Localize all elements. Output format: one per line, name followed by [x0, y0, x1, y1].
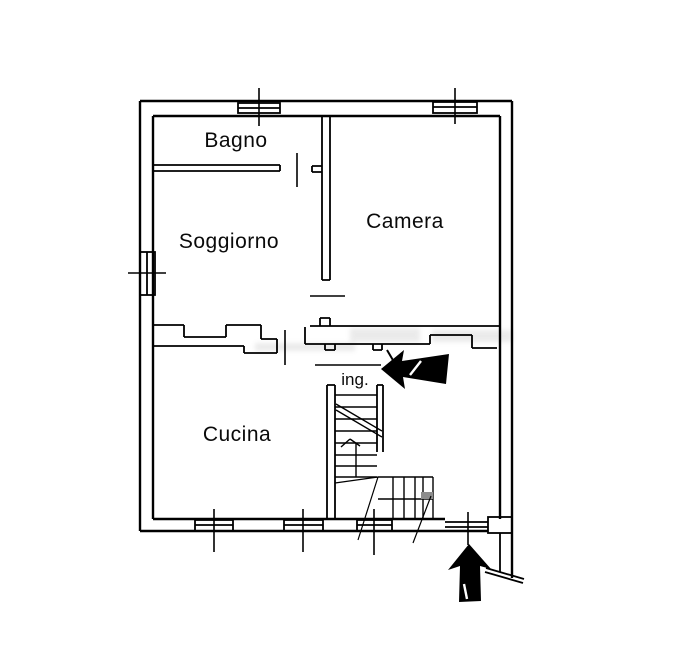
bagno-south-wall	[153, 164, 281, 172]
entrance-door	[445, 512, 525, 584]
camera-south-wall	[304, 317, 500, 351]
room-label-ingresso: ing.	[341, 370, 368, 389]
window-camera	[432, 88, 478, 124]
soggiorno-cucina-wall	[153, 324, 278, 354]
camera-west-wall	[311, 116, 331, 281]
window-bagno	[237, 88, 281, 126]
entrance-arrow-up	[448, 544, 491, 602]
gate-hatch	[484, 567, 525, 584]
stair-cut-lines	[334, 476, 432, 544]
window-soggiorno	[128, 251, 166, 296]
window-cucina-2	[283, 509, 324, 552]
stair-walls	[326, 384, 384, 519]
window-cucina-1	[194, 509, 234, 552]
entrance-arrow-left	[381, 349, 449, 389]
window-stair	[356, 509, 393, 555]
room-label-soggiorno: Soggiorno	[179, 230, 279, 253]
outer-wall	[138, 99, 514, 578]
staircase	[326, 384, 434, 544]
room-label-camera: Camera	[366, 210, 444, 233]
room-label-cucina: Cucina	[203, 423, 271, 446]
stair-rail	[335, 403, 383, 448]
stair-step-highlight	[421, 492, 433, 499]
inner-wall	[151, 114, 502, 521]
room-label-bagno: Bagno	[204, 129, 267, 152]
